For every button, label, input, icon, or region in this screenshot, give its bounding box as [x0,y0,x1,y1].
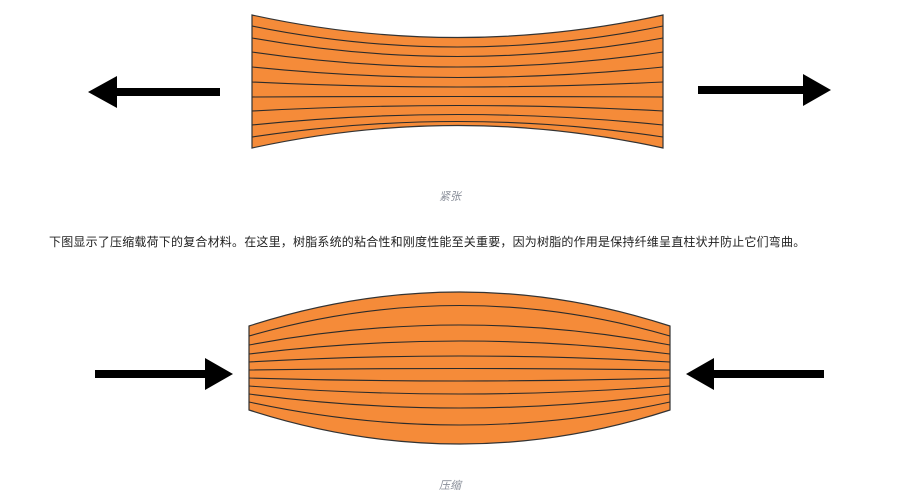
compression-caption: 压缩 [439,479,461,492]
tension-composite-body [251,14,664,149]
body-paragraph: 下图显示了压缩载荷下的复合材料。在这里，树脂系统的粘合性和刚度性能至关重要，因为… [49,235,806,249]
compression-fiber-lines [248,305,671,426]
tension-left-arrow [88,76,220,108]
compression-left-arrow [95,358,233,390]
tension-right-arrow [698,74,831,106]
tension-fiber-lines [251,25,664,138]
tension-caption: 紧张 [439,190,461,203]
compression-right-arrow [686,358,824,390]
